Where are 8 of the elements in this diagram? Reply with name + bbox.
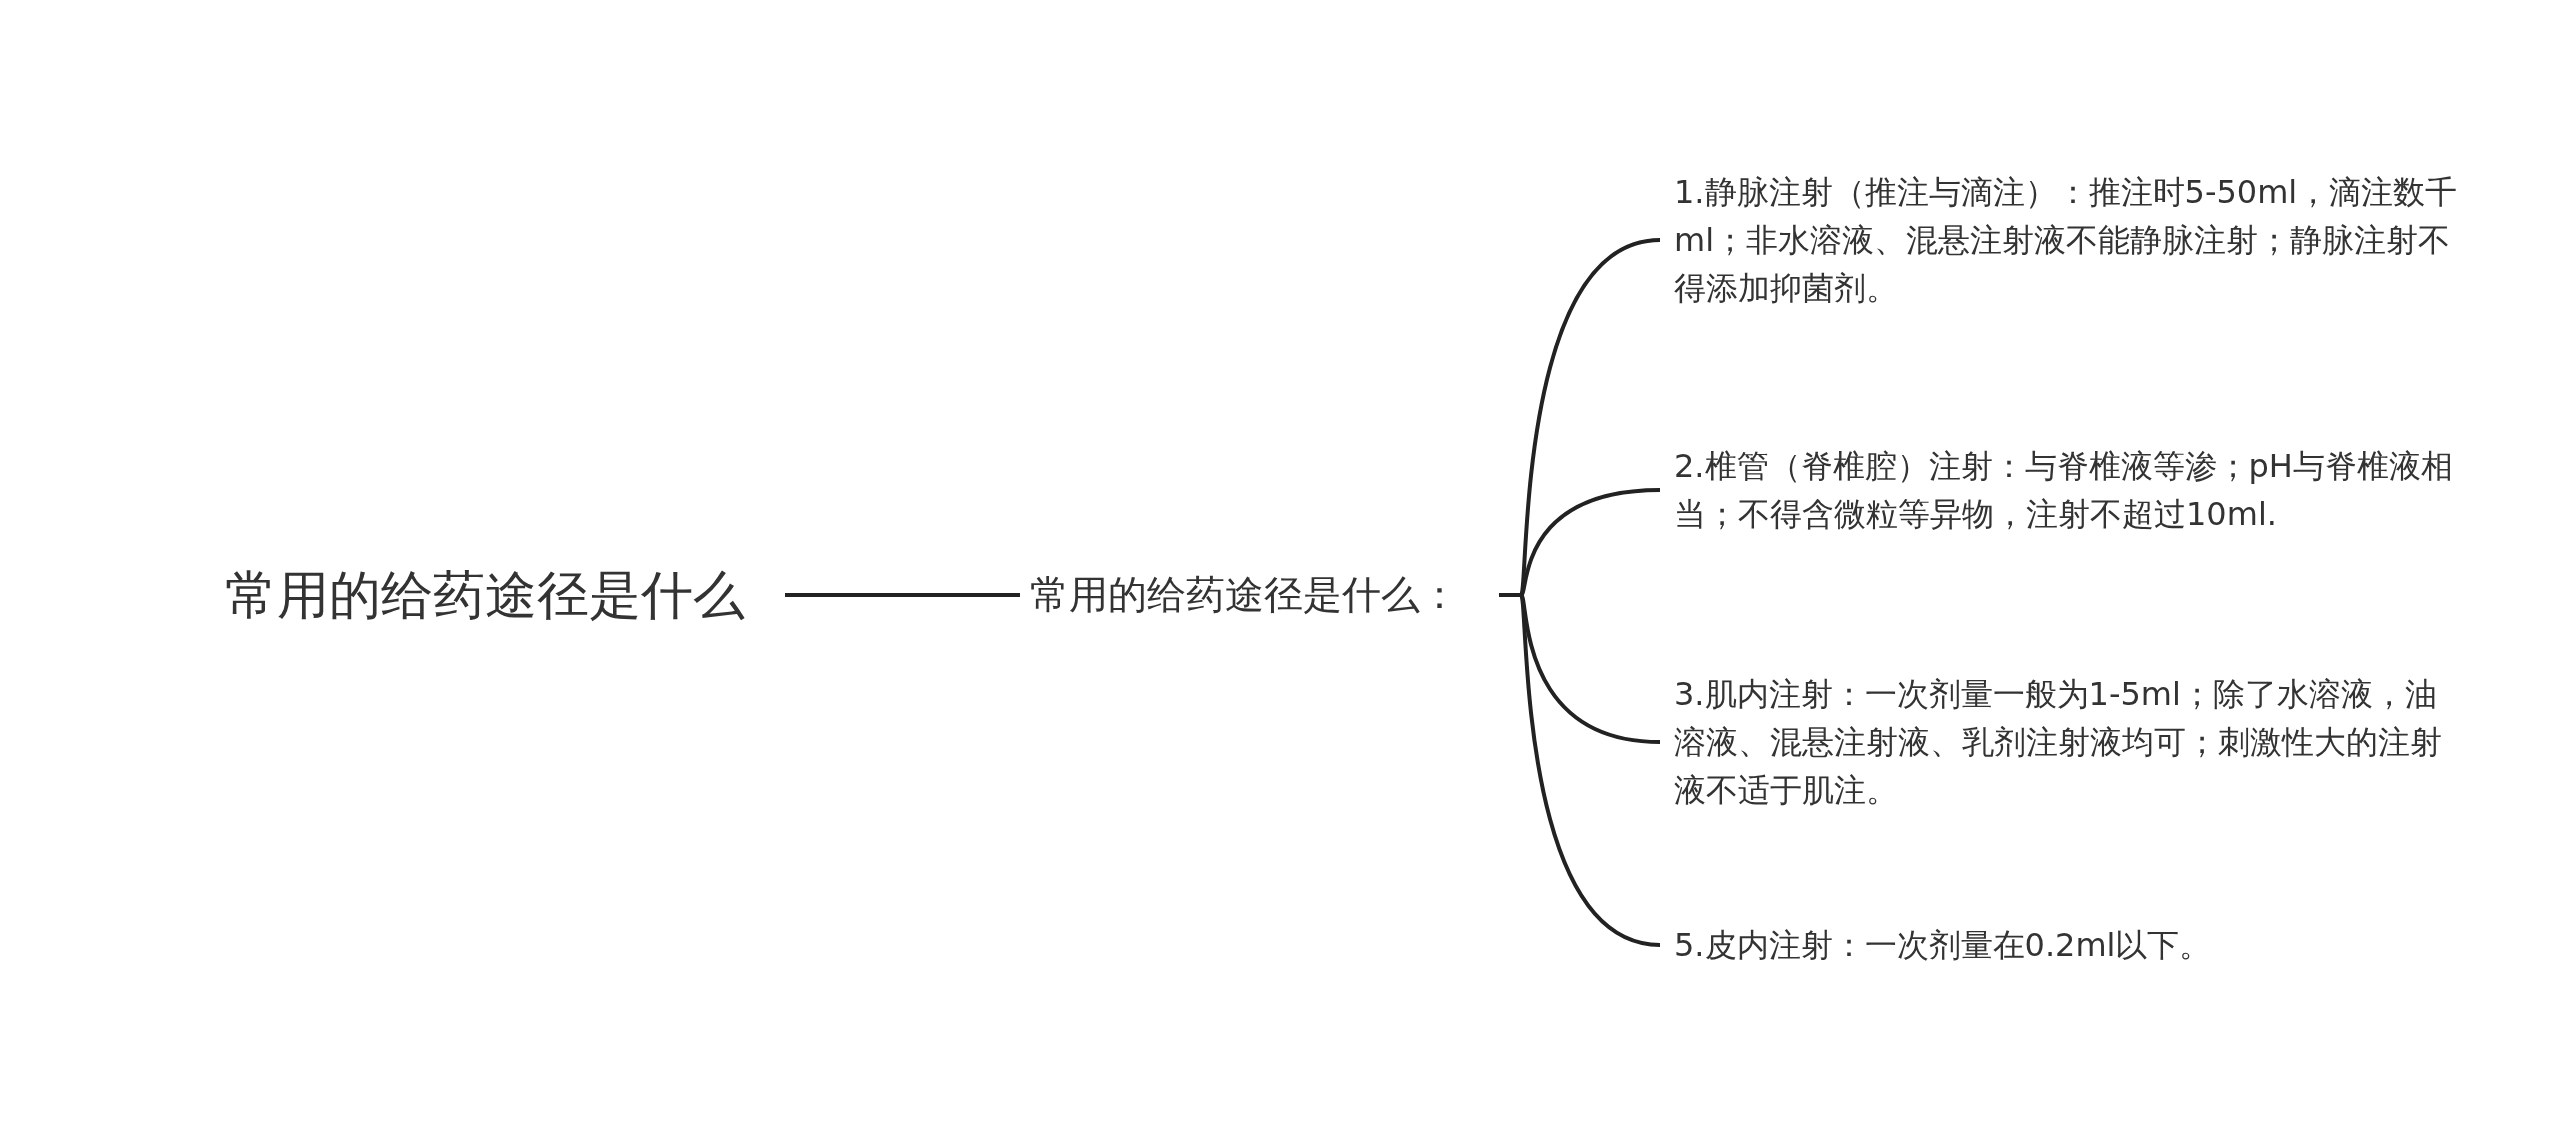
subtopic-text: 5.皮内注射：一次剂量在0.2ml以下。	[1674, 925, 2213, 966]
main-topic-text: 常用的给药途径是什么：	[1030, 570, 1459, 619]
subtopic-text: 1.静脉注射（推注与滴注）：推注时5-50ml，滴注数千ml；非水溶液、混悬注射液不能静脉注射；静脉注射不得添加抑菌剂。	[1674, 172, 2459, 309]
connector-line	[785, 593, 1020, 597]
subtopic-text: 2.椎管（脊椎腔）注射：与脊椎液等渗；pH与脊椎液相当；不得含微粒等异物，注射不超过10ml.	[1674, 446, 2454, 535]
subtopic-text: 3.肌内注射：一次剂量一般为1-5ml；除了水溶液，油溶液、混悬注射液、乳剂注射液均可；刺激性大的注射液不适于肌注。	[1674, 674, 2443, 811]
root-topic-text: 常用的给药途径是什么	[225, 564, 745, 627]
connector-line	[1499, 593, 1661, 947]
